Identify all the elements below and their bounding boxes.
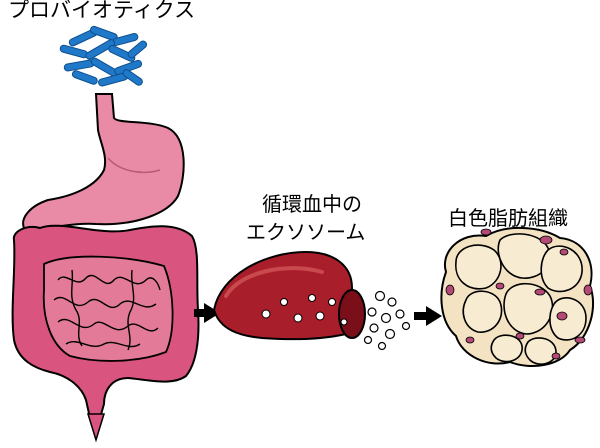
exosome-particles <box>365 292 410 350</box>
stomach-illustration <box>23 94 184 229</box>
arrow-vessel-to-adipose <box>414 306 442 326</box>
blood-vessel-illustration <box>214 252 365 339</box>
intestine-illustration <box>13 226 199 440</box>
white-adipose-tissue-illustration <box>441 228 593 366</box>
probiotics-bacteria-icon <box>59 25 148 86</box>
